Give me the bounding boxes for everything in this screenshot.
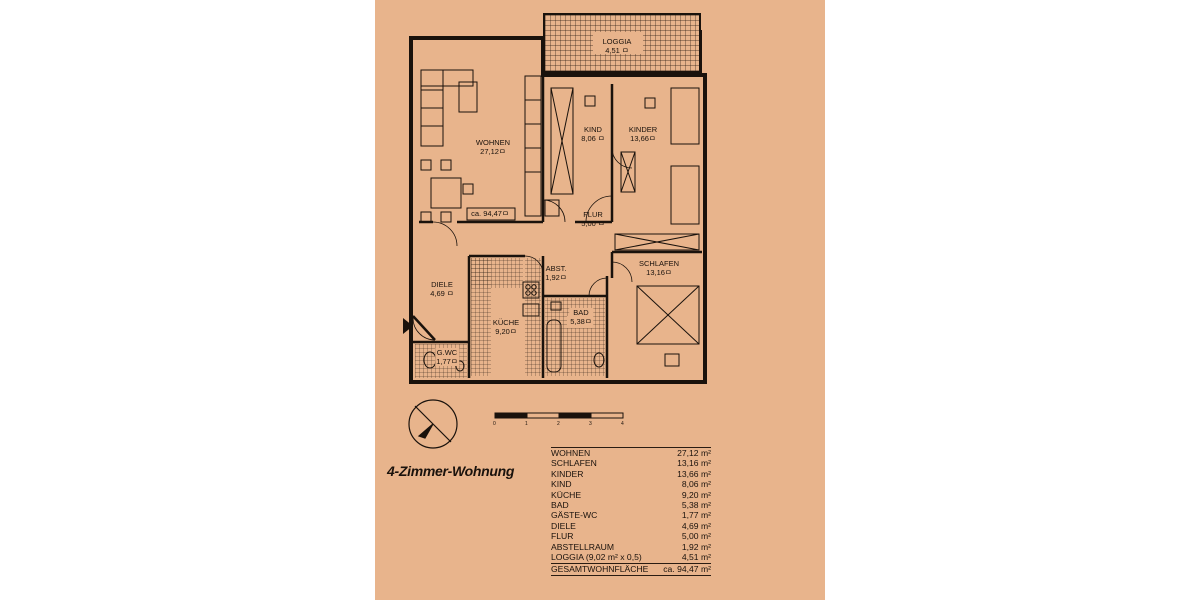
scale-tick: 4 — [621, 421, 624, 427]
area-row: ABSTELLRAUM 1,92 m² — [551, 542, 711, 552]
room-area: 5,38ㅁ — [570, 317, 592, 326]
area-row: BAD 5,38 m² — [551, 500, 711, 510]
area-row-value: 13,66 m² — [677, 468, 711, 479]
area-row: KINDER 13,66 m² — [551, 469, 711, 479]
area-row-value: 13,16 m² — [677, 458, 711, 469]
scale-tick: 2 — [557, 421, 560, 427]
door-swings — [412, 147, 633, 341]
room-name: KIND — [584, 125, 602, 134]
area-table: WOHNEN 27,12 m² SCHLAFEN 13,16 m² KINDER 13… — [551, 447, 711, 576]
area-row-value: 5,38 m² — [681, 499, 711, 510]
room-area: 1,77ㅁ — [436, 357, 458, 366]
area-row-value: 1,77 m² — [681, 510, 711, 521]
area-row-name: ABSTELLRAUM — [551, 541, 615, 552]
room-area: 1,92ㅁ — [545, 273, 567, 282]
scale-tick: 1 — [525, 421, 528, 427]
room-name: WOHNEN — [475, 138, 511, 147]
area-row-name: GÄSTE-WC — [551, 510, 598, 521]
area-row-value: 4,51 m² — [681, 551, 711, 562]
area-row-name: SCHLAFEN — [551, 458, 597, 469]
area-row-name: BAD — [551, 499, 569, 510]
room-area: 4,51 ㅁ — [605, 46, 629, 55]
area-row-name: KIND — [551, 479, 572, 490]
outer-walls — [409, 30, 707, 384]
room-area: 4,69 ㅁ — [430, 289, 454, 298]
scale-bar — [494, 412, 624, 419]
room-name: KÜCHE — [492, 318, 520, 327]
area-row: DIELE 4,69 m² — [551, 521, 711, 531]
area-row-name: WOHNEN — [551, 448, 591, 458]
room-name: BAD — [573, 308, 589, 317]
room-name: SCHLAFEN — [638, 259, 680, 268]
area-row-name: FLUR — [551, 531, 574, 542]
plan-title: 4-Zimmer-Wohnung — [387, 463, 515, 479]
room-name: G.WC — [436, 348, 458, 357]
area-total-row: GESAMTWOHNFLÄCHE ca. 94,47 m² — [551, 563, 711, 576]
interior-walls — [412, 75, 702, 378]
area-row: KIND 8,06 m² — [551, 479, 711, 489]
scale-tick: 3 — [589, 421, 592, 427]
entrance-arrow-icon — [403, 318, 413, 334]
scale-tick: 0 — [493, 421, 496, 427]
area-row: SCHLAFEN 13,16 m² — [551, 458, 711, 468]
room-area: 5,00 ㅁ — [581, 219, 605, 228]
room-name: ABST. — [545, 264, 567, 273]
furniture — [420, 69, 700, 373]
room-area: 8,06 ㅁ — [581, 134, 605, 143]
room-name: DIELE — [431, 280, 453, 289]
area-row: LOGGIA (9,02 m² x 0,5) 4,51 m² — [551, 552, 711, 562]
area-row: GÄSTE-WC 1,77 m² — [551, 510, 711, 520]
total-area-label: ca. 94,47ㅁ — [471, 209, 509, 218]
area-row-value: 9,20 m² — [681, 489, 711, 500]
area-row: FLUR 5,00 m² — [551, 531, 711, 541]
area-row-name: KÜCHE — [551, 489, 582, 500]
area-row-name: DIELE — [551, 520, 576, 531]
area-total-value: ca. 94,47 m² — [663, 564, 711, 575]
area-total-name: GESAMTWOHNFLÄCHE — [551, 564, 649, 575]
room-label-abst: ABST.1,92ㅁ — [545, 264, 567, 282]
room-name: LOGGIA — [602, 37, 632, 46]
area-row-value: 8,06 m² — [681, 479, 711, 490]
room-area: 13,16ㅁ — [646, 268, 672, 277]
floor-plan-drawing — [403, 13, 707, 449]
area-row-value: 4,69 m² — [681, 520, 711, 531]
room-area: 9,20ㅁ — [495, 327, 517, 336]
area-row-value: 5,00 m² — [681, 531, 711, 542]
area-row: WOHNEN 27,12 m² — [551, 448, 711, 458]
area-row-value: 1,92 m² — [681, 541, 711, 552]
room-area: 13,66ㅁ — [630, 134, 656, 143]
area-row-name: KINDER — [551, 468, 584, 479]
area-row-value: 27,12 m² — [677, 448, 711, 458]
room-name: KINDER — [628, 125, 658, 134]
area-row: KÜCHE 9,20 m² — [551, 490, 711, 500]
area-row-name: LOGGIA (9,02 m² x 0,5) — [551, 551, 642, 562]
room-area: 27,12ㅁ — [480, 147, 506, 156]
north-arrow-icon — [408, 399, 458, 449]
room-name: FLUR — [583, 210, 603, 219]
